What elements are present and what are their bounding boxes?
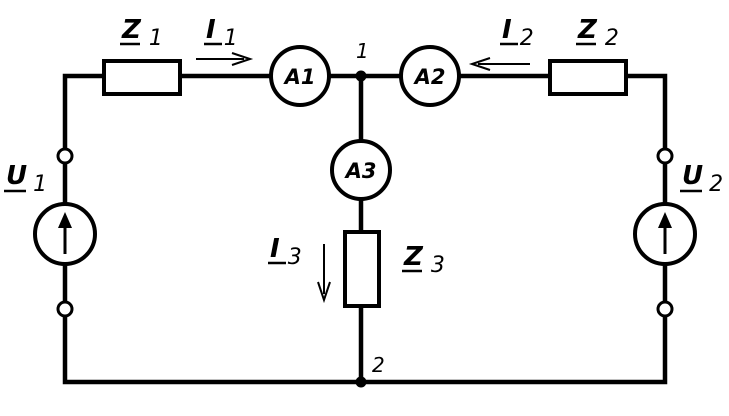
- terminal-u1-top: [56, 147, 74, 165]
- source-u1-arrow-icon: [58, 212, 72, 228]
- terminal-u1-bottom: [56, 300, 74, 318]
- current-i3-arrow-icon: [317, 244, 331, 304]
- label-i2-sub: 2: [520, 26, 534, 51]
- label-z1-sub: 1: [149, 26, 163, 51]
- voltage-source-u1: [33, 202, 97, 266]
- node-1-label: 1: [356, 39, 369, 63]
- wires: [62, 73, 668, 385]
- current-i2-arrow-icon: [468, 57, 530, 71]
- svg-text:I3: I3: [270, 234, 302, 270]
- label-z2-sub: 2: [605, 26, 619, 51]
- impedance-z2: [548, 59, 628, 96]
- svg-text:Z1: Z1: [121, 15, 163, 51]
- current-i1-arrow-icon: [196, 52, 254, 66]
- label-z3-sub: 3: [431, 253, 445, 278]
- ammeter-a2: A2: [399, 45, 461, 107]
- junction-node1: [355, 70, 367, 82]
- label-u2-sub: 2: [709, 172, 723, 197]
- wire-bottom: [62, 313, 668, 385]
- junction-node2: [355, 376, 367, 388]
- wire-right-top: [623, 73, 668, 151]
- impedance-z3: [343, 230, 381, 308]
- wire-left-top: [62, 73, 107, 151]
- label-u1-main: U: [6, 161, 27, 191]
- label-i1-sub: 1: [224, 26, 238, 51]
- svg-text:U2: U2: [682, 161, 723, 197]
- svg-text:I2: I2: [502, 15, 534, 51]
- label-i1-main: I: [206, 15, 216, 45]
- label-z2-main: Z: [577, 15, 598, 45]
- label-i2-main: I: [502, 15, 512, 45]
- impedance-z1: [102, 59, 182, 96]
- ammeter-a3-label: A3: [344, 159, 377, 183]
- ammeter-a1: A1: [269, 45, 331, 107]
- label-u1-sub: 1: [33, 172, 47, 197]
- ammeter-a2-label: A2: [413, 65, 446, 89]
- source-u2-arrow-icon: [658, 212, 672, 228]
- ammeter-a3: A3: [330, 139, 392, 201]
- terminal-u2-top: [656, 147, 674, 165]
- label-u2-main: U: [682, 161, 703, 191]
- voltage-source-u2: [633, 202, 697, 266]
- svg-text:Z3: Z3: [403, 242, 445, 278]
- svg-text:Z2: Z2: [577, 15, 619, 51]
- svg-text:I1: I1: [206, 15, 238, 51]
- terminal-u2-bottom: [656, 300, 674, 318]
- label-z3-main: Z: [403, 242, 424, 272]
- node-2-label: 2: [372, 353, 385, 377]
- label-z1-main: Z: [121, 15, 142, 45]
- label-i3-sub: 3: [288, 245, 302, 270]
- label-i3-main: I: [270, 234, 280, 264]
- ammeter-a1-label: A1: [283, 65, 316, 89]
- svg-text:U1: U1: [6, 161, 47, 197]
